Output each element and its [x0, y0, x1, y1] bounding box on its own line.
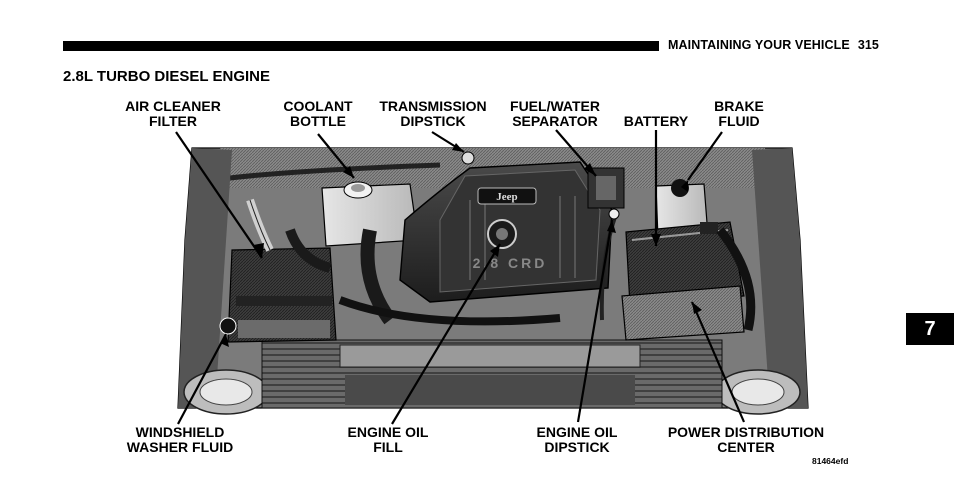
label-battery: BATTERY — [624, 114, 689, 129]
label-engine-oil-dipstick: ENGINE OIL DIPSTICK — [537, 425, 618, 455]
label-line: WASHER FLUID — [126, 439, 234, 455]
transmission-dipstick-handle — [461, 151, 475, 165]
jeep-badge — [477, 187, 537, 205]
label-engine-oil-fill: ENGINE OIL FILL — [348, 425, 429, 455]
leader-washer — [177, 333, 227, 425]
label-line: COOLANT — [283, 98, 353, 114]
label-line: FLUID — [718, 113, 760, 129]
label-air-cleaner-filter: AIR CLEANER FILTER — [125, 99, 221, 129]
label-line: FUEL/WATER — [510, 98, 600, 114]
label-fuel-water-separator: FUEL/WATER SEPARATOR — [510, 99, 600, 129]
chapter-tab: 7 — [906, 313, 954, 345]
label-line: BRAKE — [714, 98, 764, 114]
header-section: MAINTAINING YOUR VEHICLE — [668, 38, 850, 52]
section-title: 2.8L TURBO DIESEL ENGINE — [63, 68, 270, 85]
label-line: AIR CLEANER — [125, 98, 221, 114]
label-line: POWER DISTRIBUTION — [667, 424, 825, 440]
label-windshield-washer-fluid: WINDSHIELD WASHER FLUID — [127, 425, 234, 455]
label-line: ENGINE OIL — [347, 424, 429, 440]
label-line: DIPSTICK — [400, 113, 466, 129]
label-coolant-bottle: COOLANT BOTTLE — [283, 99, 352, 129]
leader-arrowheads — [220, 143, 702, 347]
label-transmission-dipstick: TRANSMISSION DIPSTICK — [379, 99, 486, 129]
power-distribution-center — [621, 285, 745, 341]
leader-brake — [687, 131, 723, 181]
label-line: WINDSHIELD — [135, 424, 225, 440]
label-line: CENTER — [717, 439, 775, 455]
running-header: MAINTAINING YOUR VEHICLE 315 — [668, 38, 879, 52]
leader-oil-fill — [391, 243, 501, 425]
label-line: ENGINE OIL — [536, 424, 618, 440]
leader-oil-dipstick — [576, 219, 614, 423]
washer-fluid-cap — [219, 317, 237, 335]
label-line: BOTTLE — [290, 113, 346, 129]
label-line: FILTER — [149, 113, 197, 129]
label-line: DIPSTICK — [544, 439, 610, 455]
label-line: TRANSMISSION — [379, 98, 487, 114]
header-rule — [63, 41, 659, 51]
figure-code: 81464efd — [812, 456, 849, 466]
label-line: FILL — [373, 439, 403, 455]
label-line: SEPARATOR — [512, 113, 598, 129]
label-brake-fluid: BRAKE FLUID — [714, 99, 764, 129]
label-line: BATTERY — [623, 113, 689, 129]
leader-air-cleaner — [175, 131, 263, 259]
label-power-distribution-center: POWER DISTRIBUTION CENTER — [668, 425, 824, 455]
page-number: 315 — [857, 38, 879, 52]
leader-power-dist — [690, 301, 746, 423]
right-fender — [752, 148, 808, 408]
engine-cover-brand: Jeep — [496, 191, 517, 203]
left-fender — [178, 148, 232, 408]
engine-cover-text: 2.8 CRD — [473, 255, 548, 271]
